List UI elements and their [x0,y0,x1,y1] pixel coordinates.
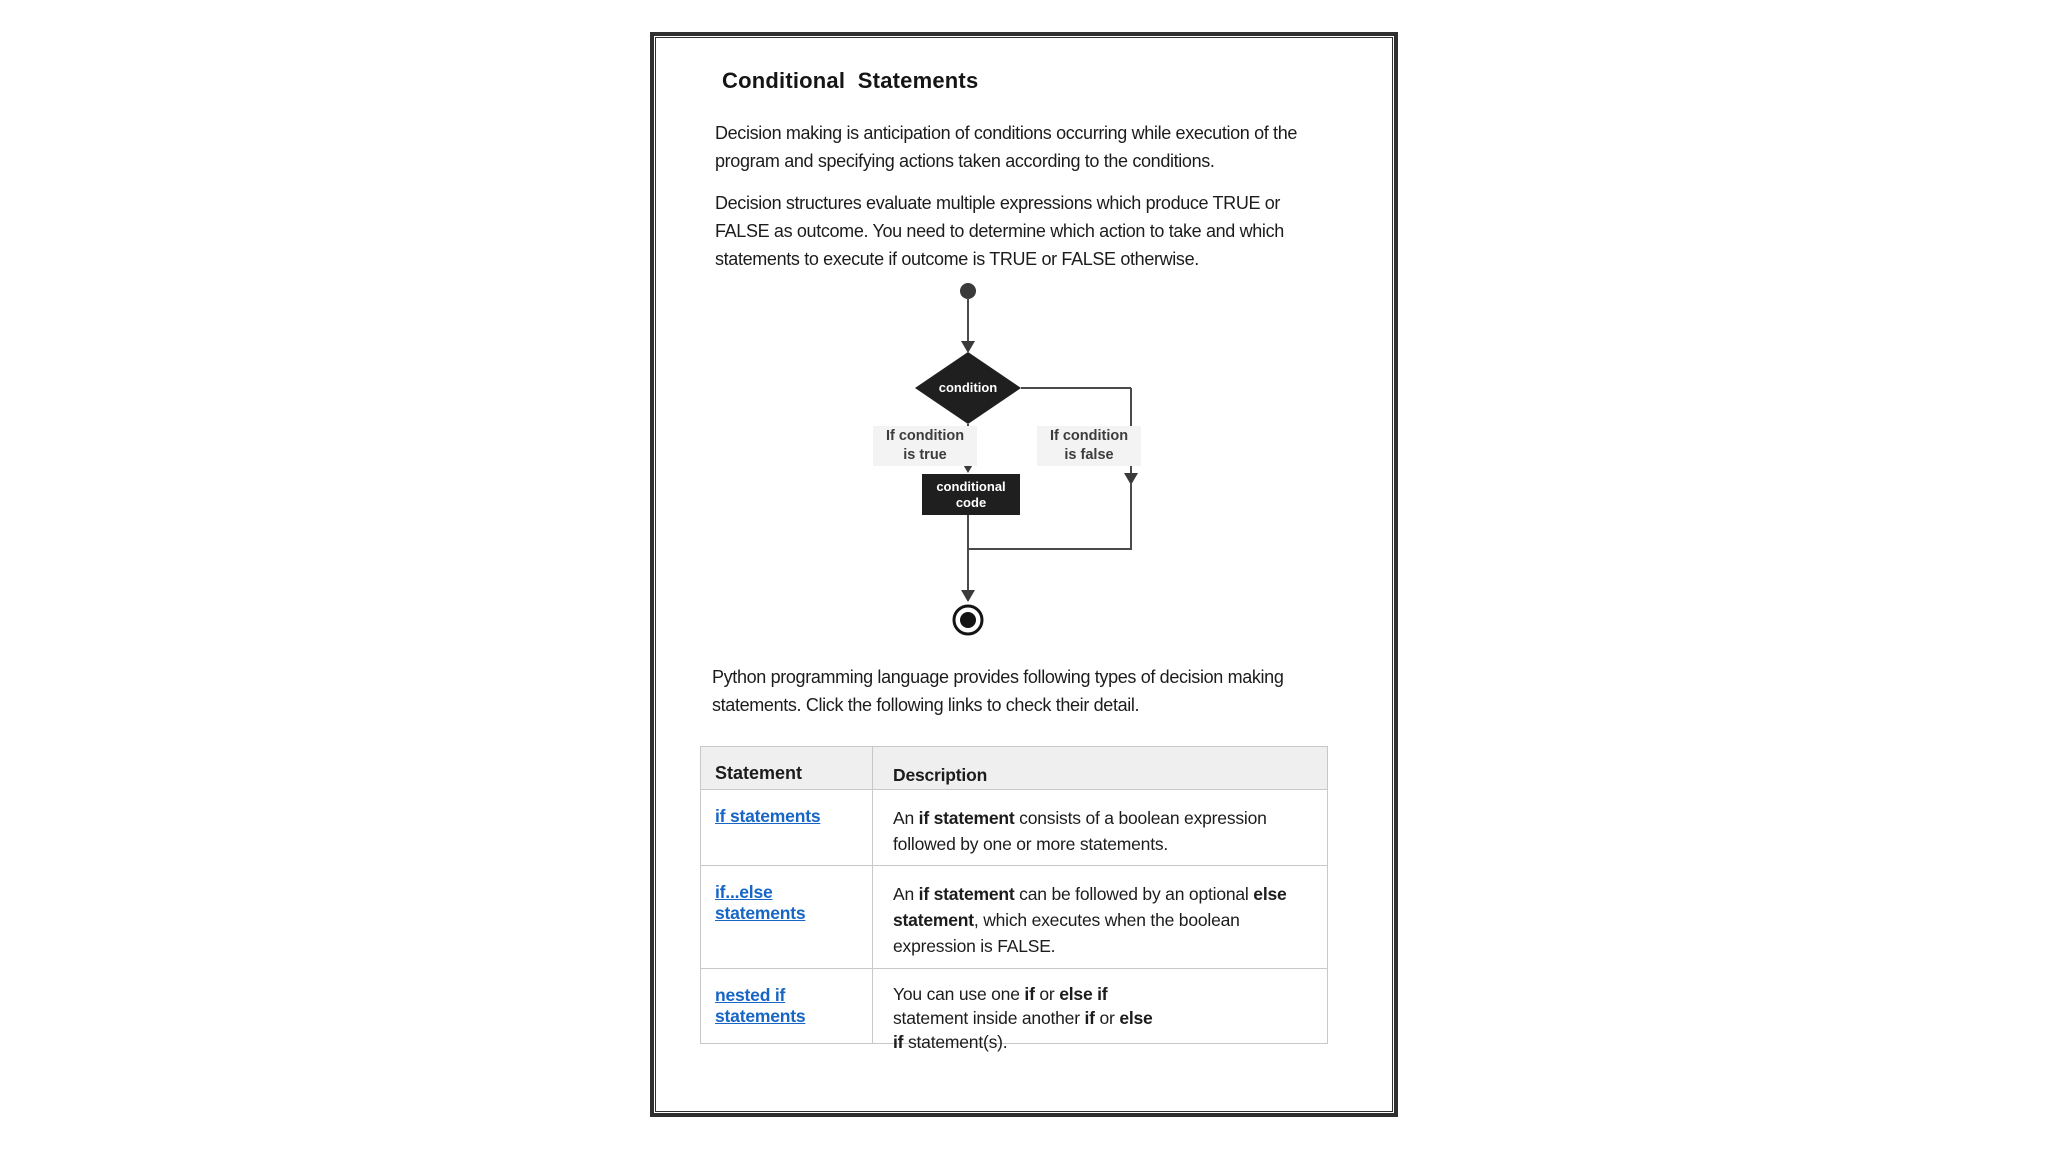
paragraph-decision-making: Decision making is anticipation of condi… [715,123,1298,171]
paragraph-python-statements: Python programming language provides fol… [712,667,1284,715]
page-title: Conditional Statements [722,68,979,93]
end-node [960,612,976,628]
condition-diamond-label: condition [938,380,998,395]
false-branch-label: If condition is false [1037,426,1141,466]
nested-if-statements-link[interactable]: nested if statements [715,985,806,1026]
true-branch-label: If condition is true [873,426,977,466]
column-header-description: Description [893,765,988,785]
start-node [960,283,976,299]
conditional-code-label: conditional code [936,479,1006,510]
table-row: if...else statements An if statement can… [701,865,1327,968]
document-page: Conditional Statements Decision making i… [650,32,1398,1117]
column-header-statement: Statement [701,747,873,789]
arrow-down-icon [961,341,975,353]
table-row: if statements An if statement consists o… [701,789,1327,865]
table-header-row: Statement Description [701,747,1327,789]
arrow-down-icon [1124,473,1138,485]
arrow-down-icon [961,590,975,602]
paragraph-decision-structures: Decision structures evaluate multiple ex… [715,193,1284,269]
nested-if-statements-description: You can use one if or else if statement … [893,984,1153,1052]
if-else-statements-description: An if statement can be followed by an op… [893,884,1287,956]
if-statements-description: An if statement consists of a boolean ex… [893,808,1267,854]
table-row: nested if statements You can use one if … [701,968,1327,1052]
conditional-code-box [922,474,1020,515]
if-else-statements-link[interactable]: if...else statements [715,882,806,923]
if-statements-link[interactable]: if statements [715,806,821,826]
statements-table: Statement Description if statements An i… [700,746,1328,1052]
condition-diamond [915,352,1021,424]
